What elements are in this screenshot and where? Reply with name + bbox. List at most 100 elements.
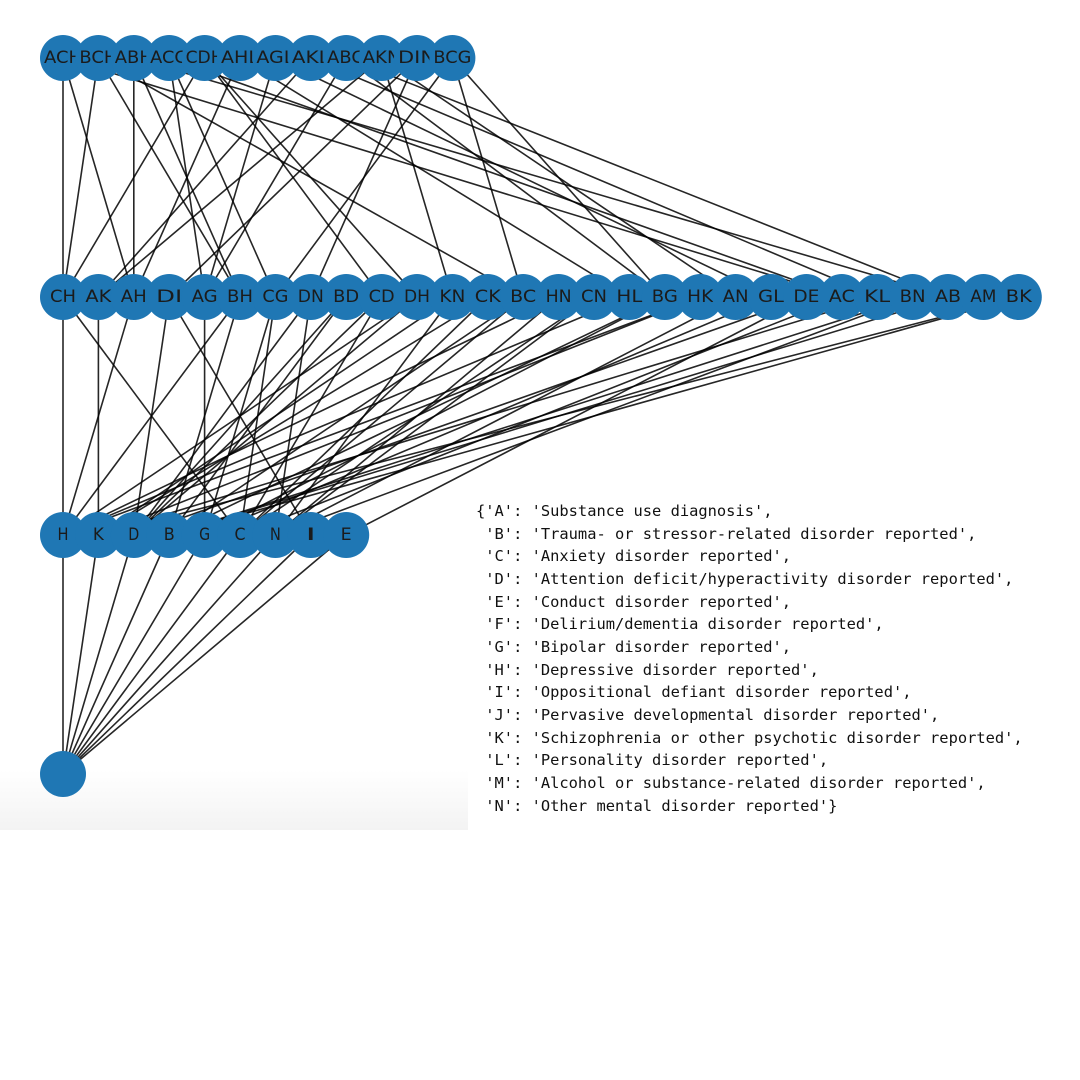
legend-panel: {'A': 'Substance use diagnosis', 'B': 'T…	[468, 492, 1080, 830]
node-label: G	[199, 525, 210, 545]
node-AK: AK	[75, 274, 122, 320]
node-CG: CG	[252, 274, 299, 320]
node-CD: CD	[358, 274, 405, 320]
node-circle	[429, 274, 476, 320]
node-AGL: AGL	[252, 35, 299, 81]
node-root	[40, 751, 86, 797]
node-circle	[358, 35, 405, 81]
edge-DIN-DI	[168, 57, 418, 298]
node-circle	[535, 274, 582, 320]
legend-line: 'G': 'Bipolar disorder reported',	[476, 637, 792, 656]
edge-BCG-BC	[451, 57, 524, 298]
node-label: ACG	[150, 48, 188, 68]
edge-ABG-AB	[345, 57, 949, 298]
node-D: D	[110, 512, 157, 558]
node-ACG: ACG	[146, 35, 193, 81]
edge-BH-H	[62, 296, 241, 536]
legend-line: 'B': 'Trauma- or stressor-related disord…	[476, 524, 977, 543]
edge-ABG-BG	[345, 57, 666, 298]
edge-BCH-BH	[97, 57, 241, 298]
node-N: N	[252, 512, 299, 558]
edge-AKN-AK	[97, 57, 383, 298]
node-CH: CH	[40, 274, 86, 320]
edge-G-root	[62, 534, 206, 775]
node-label: AN	[723, 287, 749, 307]
node-circle	[252, 35, 299, 81]
node-circle	[110, 35, 157, 81]
edge-AHL-AH	[133, 57, 241, 298]
node-ACH: ACH	[40, 35, 86, 81]
node-KN: KN	[429, 274, 476, 320]
node-label: K	[93, 525, 105, 545]
edge-BN-B	[168, 296, 913, 536]
node-circle	[181, 274, 228, 320]
node-label: AB	[935, 287, 961, 307]
node-circle	[394, 274, 440, 320]
node-AB: AB	[925, 274, 971, 320]
node-circle	[146, 35, 193, 81]
node-label: ACH	[44, 48, 82, 68]
node-DN: DN	[287, 274, 334, 320]
node-circle	[181, 35, 228, 81]
node-label: E	[341, 525, 352, 545]
legend-line: 'E': 'Conduct disorder reported',	[476, 592, 792, 611]
node-label: AK	[85, 287, 112, 307]
node-DE: DE	[783, 274, 830, 320]
edge-AH-H	[62, 296, 135, 536]
edge-AGL-GL	[275, 57, 772, 298]
edge-CDH-DH	[204, 57, 418, 298]
node-circle	[40, 274, 86, 320]
edge-BK-B	[168, 296, 1020, 536]
node-label: DN	[298, 287, 324, 307]
edge-BCG-CG	[274, 57, 454, 298]
node-label: BCH	[79, 48, 117, 68]
node-BCH: BCH	[75, 35, 122, 81]
edge-BG-G	[204, 296, 666, 536]
node-label: BK	[1006, 287, 1033, 307]
node-KL: KL	[854, 274, 901, 320]
node-circle	[429, 35, 476, 81]
node-circle	[500, 274, 547, 320]
edge-ACG-CG	[168, 57, 277, 298]
edge-ABH-AB	[133, 57, 949, 298]
node-circle	[960, 274, 1007, 320]
edge-B-root	[62, 534, 170, 775]
legend-line: 'I': 'Oppositional defiant disorder repo…	[476, 683, 912, 702]
edge-ABG-AG	[203, 57, 347, 298]
node-circle	[75, 35, 122, 81]
node-label: DE	[793, 287, 819, 307]
legend-line: 'D': 'Attention deficit/hyperactivity di…	[476, 569, 1014, 588]
node-label: HK	[687, 287, 714, 307]
node-label: BG	[652, 287, 678, 307]
edge-K-root	[62, 534, 100, 775]
edge-BCH-CH	[62, 57, 100, 298]
node-circle	[464, 274, 511, 320]
node-label: KN	[439, 287, 465, 307]
node-label: BC	[510, 287, 536, 307]
node-AHL: AHL	[217, 35, 263, 81]
node-label: BD	[333, 287, 359, 307]
edge-DH-H	[62, 296, 418, 536]
node-DH: DH	[394, 274, 440, 320]
node-AKL: AKL	[287, 35, 334, 81]
edge-HK-H	[62, 296, 701, 536]
node-circle	[217, 274, 263, 320]
node-HK: HK	[677, 274, 724, 320]
node-circle	[748, 274, 794, 320]
node-label: HL	[616, 287, 643, 307]
edge-layer	[62, 57, 1020, 775]
node-BN: BN	[889, 274, 936, 320]
node-AC: AC	[818, 274, 865, 320]
node-circle	[40, 512, 86, 558]
node-circle	[252, 274, 299, 320]
edge-AKN-KN	[380, 57, 454, 298]
edge-C-root	[62, 534, 241, 775]
node-I: I	[287, 512, 334, 558]
node-label: CDH	[186, 48, 224, 68]
node-label: AHL	[221, 48, 260, 68]
edge-KL-K	[98, 296, 878, 536]
node-label: I	[305, 525, 316, 545]
node-circle	[854, 274, 901, 320]
edge-N-root	[62, 534, 276, 775]
